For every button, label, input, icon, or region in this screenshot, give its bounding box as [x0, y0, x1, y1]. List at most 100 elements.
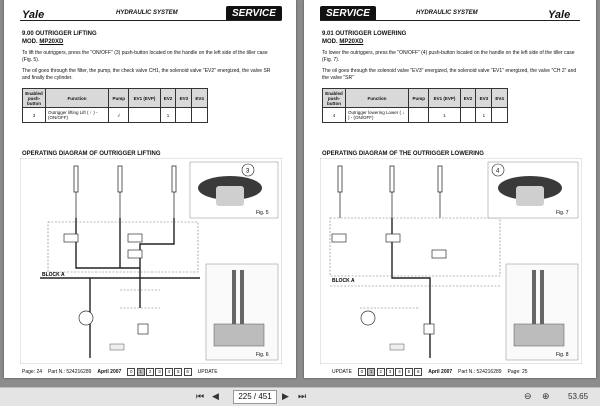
- diagram-title: OPERATING DIAGRAM OF THE OUTRIGGER LOWER…: [322, 151, 484, 157]
- col-header: EV3: [175, 88, 193, 108]
- revision-box: 5: [174, 368, 183, 376]
- callout-number: 3: [246, 169, 250, 175]
- operation-table: Enabled push-button Function Pump EV1 (E…: [22, 88, 208, 123]
- footer-date: April 2007: [428, 369, 453, 375]
- valve-ev: [127, 249, 143, 259]
- zoom-out-icon[interactable]: ⊖: [524, 391, 532, 401]
- table-cell: 1: [475, 107, 493, 123]
- valve-ev: [431, 249, 447, 259]
- revision-box: 4: [395, 368, 404, 376]
- col-header: Function: [345, 88, 409, 108]
- footer-part: Part N.: 524216289: [48, 369, 92, 375]
- mod-label: MOD.: [22, 39, 38, 45]
- paragraph-1: To lower the outriggers, press the "ON/O…: [322, 50, 575, 63]
- table-cell: [175, 107, 193, 123]
- mast: [240, 270, 244, 340]
- brand-logo: Yale: [548, 9, 571, 21]
- revision-box: 1: [367, 368, 376, 376]
- figure-caption: Fig. 5: [256, 210, 269, 216]
- col-header: Enabled push-button: [322, 88, 346, 108]
- table-header-row: Enabled push-button Function Pump EV1 (E…: [22, 88, 208, 108]
- col-header: EV4: [491, 88, 508, 108]
- table-cell: 1: [159, 107, 177, 123]
- table-cell: Outrigger lowering Lower ( ↓ ) - (ON/OFF…: [345, 107, 409, 123]
- pump-symbol: [78, 310, 94, 326]
- left-page: Yale HYDRAULIC SYSTEM SERVICE 9.00 OUTRI…: [4, 0, 296, 378]
- last-page-icon[interactable]: ⏭: [298, 391, 307, 401]
- paragraph-2: The oil goes through the solenoid valve …: [322, 68, 577, 81]
- heading-text: 9.00 OUTRIGGER LIFTING: [22, 31, 97, 37]
- mast: [540, 270, 544, 340]
- valves: [63, 233, 149, 335]
- table-cell: √: [107, 107, 130, 123]
- mod-value: MP20XD: [339, 39, 364, 45]
- footer-part: Part N.: 524216289: [458, 369, 502, 375]
- model-line: MOD. MP20XD: [322, 38, 406, 46]
- table-cell: [491, 107, 508, 123]
- cylinders: [73, 165, 177, 218]
- filter-symbol: [137, 323, 149, 335]
- pump-symbol: [360, 310, 376, 326]
- table-header-row: Enabled push-button Function Pump EV1 (E…: [322, 88, 508, 108]
- truck-body: [513, 323, 565, 347]
- revision-box: 2: [146, 368, 155, 376]
- header-rule: [320, 20, 580, 21]
- section-title: HYDRAULIC SYSTEM: [416, 10, 478, 16]
- footer-update: UPDATE: [197, 369, 218, 375]
- table-cell: [191, 107, 208, 123]
- revision-box: 0: [357, 368, 366, 376]
- next-page-icon[interactable]: ▶: [282, 391, 289, 401]
- hydraulic-diagram: BLOCK A 4 Fig. 7 Fig. 8: [320, 158, 582, 364]
- service-badge: SERVICE: [226, 6, 282, 21]
- figure-handle: 3 Fig. 5: [189, 161, 279, 219]
- block-label: BLOCK A: [332, 278, 355, 284]
- handle-grip: [216, 186, 244, 206]
- page-footer: UPDATE 0 1 2 3 4 5 6 April 2007 Part N.:…: [332, 368, 528, 376]
- mod-label: MOD.: [322, 39, 338, 45]
- service-badge: SERVICE: [320, 6, 376, 21]
- figure-truck: Fig. 8: [505, 263, 579, 361]
- heading-text: 9.01 OUTRIGGER LOWERING: [322, 31, 407, 37]
- mast: [232, 270, 236, 340]
- figure-handle: 4 Fig. 7: [487, 161, 579, 219]
- tank-symbol: [109, 343, 125, 351]
- first-page-icon[interactable]: ⏮: [196, 391, 205, 401]
- col-header: EV2: [159, 88, 177, 108]
- footer-update: UPDATE: [332, 369, 352, 375]
- section-title: HYDRAULIC SYSTEM: [116, 10, 178, 16]
- table-cell: [128, 107, 161, 123]
- callout-number: 4: [496, 169, 500, 175]
- footer-page: Page: 24: [22, 369, 43, 375]
- header-rule: [20, 20, 280, 21]
- col-header: EV1 (EVP): [428, 88, 461, 108]
- footer-date: April 2007: [97, 369, 122, 375]
- tank-symbol: [389, 343, 405, 351]
- previous-page-icon[interactable]: ◀: [212, 391, 219, 401]
- zoom-in-icon[interactable]: ⊕: [542, 391, 550, 401]
- valve-ev: [127, 233, 143, 243]
- valve-ev: [63, 233, 79, 243]
- pilot-lines: [47, 221, 199, 309]
- revision-box: 1: [136, 368, 145, 376]
- page-heading: 9.01 OUTRIGGER LOWERING MOD. MP20XD: [322, 30, 406, 46]
- table-cell: 1: [428, 107, 461, 123]
- col-header: EV4: [191, 88, 208, 108]
- revision-box: 6: [414, 368, 423, 376]
- revision-box: 2: [376, 368, 385, 376]
- valves: [331, 233, 447, 335]
- revision-box: 6: [183, 368, 192, 376]
- diagram-title: OPERATING DIAGRAM OF OUTRIGGER LIFTING: [22, 151, 161, 157]
- revision-box: 5: [404, 368, 413, 376]
- col-header: EV3: [475, 88, 493, 108]
- zoom-level[interactable]: 53.65: [568, 392, 589, 401]
- col-header: EV2: [459, 88, 477, 108]
- cylinders: [337, 165, 443, 218]
- table-cell: Outrigger lifting Lift ( ↑ ) - (ON/OFF): [45, 107, 109, 123]
- figure-caption: Fig. 7: [556, 210, 569, 216]
- figure-truck: Fig. 6: [205, 263, 279, 361]
- page-footer: Page: 24 Part N.: 524216289 April 2007 0…: [22, 368, 218, 376]
- page-number-input[interactable]: 225 / 451: [233, 390, 277, 404]
- truck-body: [213, 323, 265, 347]
- footer-page: Page: 25: [507, 369, 528, 375]
- revision-boxes: 0 1 2 3 4 5 6: [357, 368, 423, 376]
